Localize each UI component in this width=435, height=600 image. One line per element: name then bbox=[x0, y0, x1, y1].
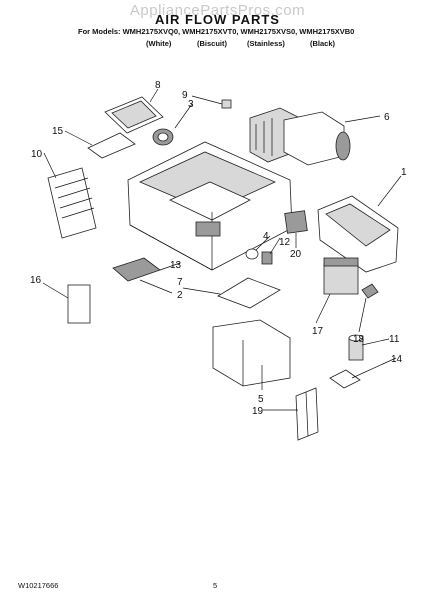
part-15-plate bbox=[87, 132, 136, 159]
model-color-black: (Black) bbox=[310, 39, 336, 48]
models-line: For Models: WMH2175XVQ0, WMH2175XVT0, WM… bbox=[78, 27, 355, 36]
callout-labels: 8 9 3 6 15 10 1 4 12 20 13 7 2 16 17 18 … bbox=[30, 80, 407, 417]
part-13-plate bbox=[112, 257, 161, 282]
part-16-panel bbox=[67, 284, 91, 324]
page-title: AIR FLOW PARTS bbox=[155, 12, 280, 27]
callout-4: 4 bbox=[263, 231, 269, 242]
part-6-blower-motor bbox=[249, 107, 351, 166]
callout-14: 14 bbox=[391, 354, 403, 365]
part-20-plate bbox=[284, 210, 308, 234]
callout-1: 1 bbox=[401, 167, 407, 178]
callout-12: 12 bbox=[279, 237, 291, 248]
page-number: 5 bbox=[213, 581, 218, 590]
model-color-biscuit: (Biscuit) bbox=[197, 39, 227, 48]
part-7-vent-plate bbox=[217, 277, 281, 309]
watermark: AppliancePartsPros.com bbox=[129, 2, 306, 19]
part-17-transformer bbox=[323, 257, 359, 295]
callout-13: 13 bbox=[170, 260, 182, 271]
part-10-vent-grille bbox=[47, 167, 97, 239]
callout-8: 8 bbox=[155, 80, 161, 91]
part-18-bracket bbox=[361, 283, 379, 299]
leader-lines bbox=[42, 88, 402, 411]
part-3-round-grille bbox=[152, 128, 174, 146]
callout-3: 3 bbox=[188, 99, 194, 110]
callout-18: 18 bbox=[353, 334, 365, 345]
callout-9: 9 bbox=[182, 90, 188, 101]
part-5-duct-bracket bbox=[212, 319, 291, 387]
callout-16: 16 bbox=[30, 275, 42, 286]
part-4-bulb bbox=[245, 248, 259, 260]
callout-10: 10 bbox=[31, 149, 43, 160]
part-8-filter bbox=[104, 96, 164, 134]
part-19-shroud bbox=[295, 387, 319, 441]
callout-20: 20 bbox=[290, 249, 302, 260]
callout-15: 15 bbox=[52, 126, 64, 137]
callout-5: 5 bbox=[258, 394, 264, 405]
callout-19: 19 bbox=[252, 406, 264, 417]
callout-11: 11 bbox=[389, 334, 400, 345]
part-1-duct-panel bbox=[317, 195, 399, 273]
callout-6: 6 bbox=[384, 112, 390, 123]
part-9-clip bbox=[221, 99, 232, 109]
air-guide-housing bbox=[127, 141, 293, 271]
model-color-white: (White) bbox=[146, 39, 172, 48]
model-color-stainless: (Stainless) bbox=[247, 39, 285, 48]
callout-2: 2 bbox=[177, 290, 183, 301]
callout-7: 7 bbox=[177, 277, 183, 288]
document-number: W10217666 bbox=[18, 581, 59, 590]
part-14-bracket bbox=[329, 369, 361, 389]
part-11-capacitor bbox=[348, 334, 364, 361]
callout-17: 17 bbox=[312, 326, 324, 337]
part-12-socket bbox=[261, 251, 273, 265]
